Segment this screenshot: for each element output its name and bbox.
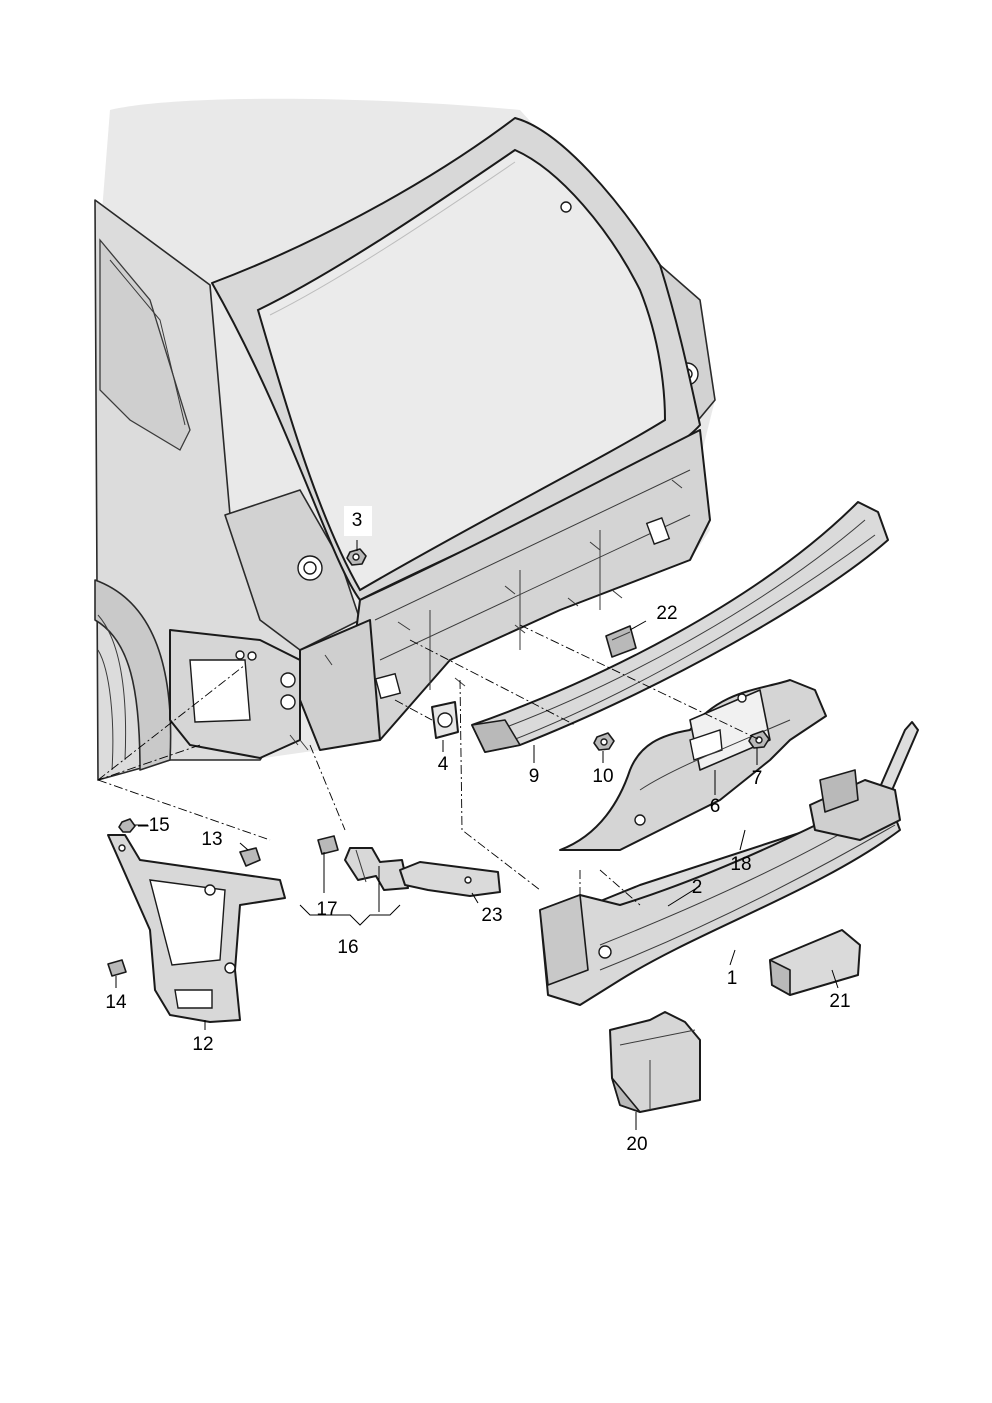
part-3-nut: [346, 548, 367, 566]
callout-21: 21: [829, 991, 850, 1012]
callout-12: 12: [192, 1034, 213, 1055]
callout-10: 10: [592, 766, 613, 787]
callout-2: 2: [692, 877, 703, 898]
part-16-holder: [344, 847, 409, 891]
part-15-nut: [118, 818, 136, 833]
vehicle-rear-body: [94, 98, 716, 781]
callout-4: 4: [438, 754, 449, 775]
part-1-bumper-beam: [539, 769, 901, 1006]
callout-23: 23: [481, 905, 502, 926]
callout-22: 22: [656, 603, 677, 624]
callout-20: 20: [626, 1134, 647, 1155]
part-13-screw: [239, 847, 261, 867]
part-12-side-bracket: [107, 834, 286, 1023]
callout-13: 13: [201, 829, 222, 850]
part-7-nut: [748, 730, 770, 749]
callout-14: 14: [105, 992, 127, 1013]
part-21-impact-absorber: [769, 929, 861, 996]
callout-9: 9: [529, 766, 540, 787]
part-23-plate: [399, 861, 501, 897]
callout-15: –15: [138, 815, 170, 836]
callout-18: 18: [730, 854, 751, 875]
callouts: 3 22 4 9 10 6 7 18 2 1 21 20 12 14 13 –1…: [105, 506, 851, 1155]
callout-6: 6: [710, 796, 721, 817]
part-6-lock-bracket: [559, 679, 827, 851]
part-9-carrier: [471, 501, 889, 753]
callout-7: 7: [752, 768, 763, 789]
leader-lines: [115, 540, 839, 1130]
callout-1: 1: [727, 968, 738, 989]
part-10-nut: [593, 732, 615, 751]
callout-16: 16: [337, 937, 358, 958]
callout-3: 3: [352, 510, 363, 531]
assembly-lines: [97, 624, 761, 906]
part-20-energy-absorber: [609, 1011, 701, 1113]
part-4-grommet: [431, 701, 459, 739]
part-22-clip: [605, 625, 637, 658]
callout-17: 17: [316, 899, 337, 920]
part-17-clip: [317, 835, 339, 855]
part-14-screw: [107, 959, 127, 977]
